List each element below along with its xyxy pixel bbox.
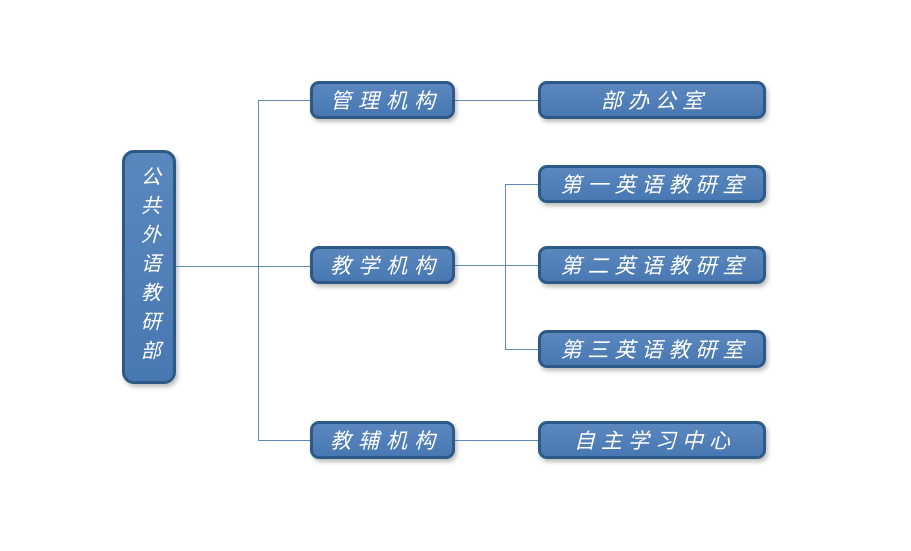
node-management-org: 管理机构 — [310, 81, 455, 119]
node-department-office: 部办公室 — [538, 81, 766, 119]
node-label: 管理机构 — [330, 89, 442, 113]
connector-trunk2-to-room3 — [505, 349, 538, 350]
node-english-office-3: 第三英语教研室 — [538, 330, 766, 368]
connector-trunk-to-auxiliary — [258, 440, 310, 441]
node-teaching-org: 教学机构 — [310, 246, 455, 284]
node-label: 部办公室 — [601, 89, 709, 113]
connector-management-to-office — [455, 100, 538, 101]
node-auxiliary-org: 教辅机构 — [310, 421, 455, 459]
connector-teaching-to-trunk2 — [455, 265, 538, 266]
connector-level1-trunk — [258, 100, 259, 440]
connector-level2-trunk — [505, 184, 506, 349]
node-self-study-center: 自主学习中心 — [538, 421, 766, 459]
node-label: 第一英语教研室 — [560, 173, 750, 197]
node-root-department: 公共外语教研部 — [122, 150, 176, 384]
node-label: 教学机构 — [330, 254, 442, 278]
connector-auxiliary-to-center — [455, 440, 538, 441]
connector-root-to-trunk — [176, 266, 310, 267]
node-label: 自主学习中心 — [574, 429, 736, 453]
node-english-office-2: 第二英语教研室 — [538, 246, 766, 284]
node-english-office-1: 第一英语教研室 — [538, 165, 766, 203]
connector-trunk-to-management — [258, 100, 310, 101]
node-label: 第三英语教研室 — [560, 338, 750, 362]
node-label: 公共外语教研部 — [137, 165, 160, 369]
node-label: 教辅机构 — [330, 429, 442, 453]
node-label: 第二英语教研室 — [560, 254, 750, 278]
connector-trunk2-to-room1 — [505, 184, 538, 185]
